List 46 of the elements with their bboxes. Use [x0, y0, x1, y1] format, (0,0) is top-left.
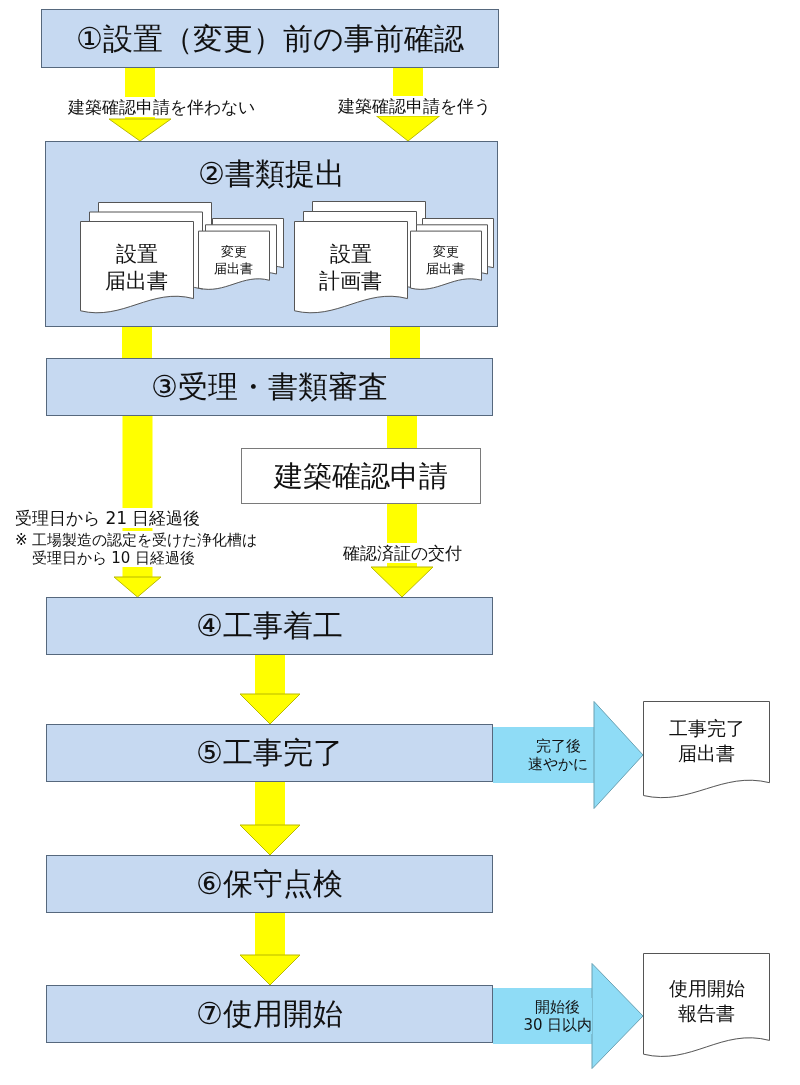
arrow — [239, 913, 301, 986]
document-stack — [293, 200, 426, 316]
connector-bar — [390, 327, 420, 358]
step-title: ⑥保守点検 — [196, 866, 343, 902]
process-box — [46, 724, 493, 782]
connector-bar — [387, 416, 417, 448]
arrow — [108, 68, 172, 142]
block-arrow — [493, 963, 644, 1069]
edge-label: 確認済証の交付 — [342, 542, 462, 564]
document-stack — [409, 217, 494, 292]
submission-panel — [45, 141, 498, 327]
document-stack — [197, 217, 284, 292]
block-arrow — [493, 701, 644, 809]
process-box — [41, 9, 499, 68]
document-title: 変更届出書 — [214, 244, 253, 278]
arrow — [376, 68, 440, 142]
edge-label: 受理日から 21 日経過後 — [15, 507, 201, 529]
step-title: ①設置（変更）前の事前確認 — [76, 20, 464, 57]
process-box — [46, 358, 493, 416]
note-text: ※ 工場製造の認定を受けた浄化槽は受理日から 10 日経過後 — [15, 531, 258, 567]
step-title: ④工事着工 — [196, 608, 343, 644]
step-title: ⑤工事完了 — [196, 735, 343, 771]
edge-label: 建築確認申請を伴わない — [67, 96, 255, 118]
document-title: 使用開始報告書 — [668, 976, 745, 1026]
panel-title: ②書類提出 — [198, 156, 345, 192]
document-title: 工事完了届出書 — [668, 716, 745, 766]
edge-label: 完了後速やかに — [528, 737, 588, 773]
arrow — [239, 782, 301, 856]
arrow — [113, 416, 162, 598]
document-stack — [79, 201, 212, 316]
document-shape — [643, 953, 770, 1060]
process-box — [241, 448, 481, 504]
edge-label: 開始後30 日以内 — [523, 998, 593, 1034]
process-box — [46, 855, 493, 913]
arrow — [370, 504, 434, 598]
document-shape — [643, 701, 770, 801]
process-box — [46, 597, 493, 655]
step-title: 建築確認申請 — [274, 458, 448, 494]
document-title: 変更届出書 — [426, 244, 465, 278]
document-title: 設置計画書 — [319, 240, 382, 295]
process-box — [46, 985, 493, 1043]
connector-bar — [122, 327, 152, 358]
document-title: 設置届出書 — [105, 240, 168, 295]
arrow — [239, 655, 301, 725]
step-title: ③受理・書類審査 — [151, 369, 388, 405]
step-title: ⑦使用開始 — [196, 996, 343, 1032]
